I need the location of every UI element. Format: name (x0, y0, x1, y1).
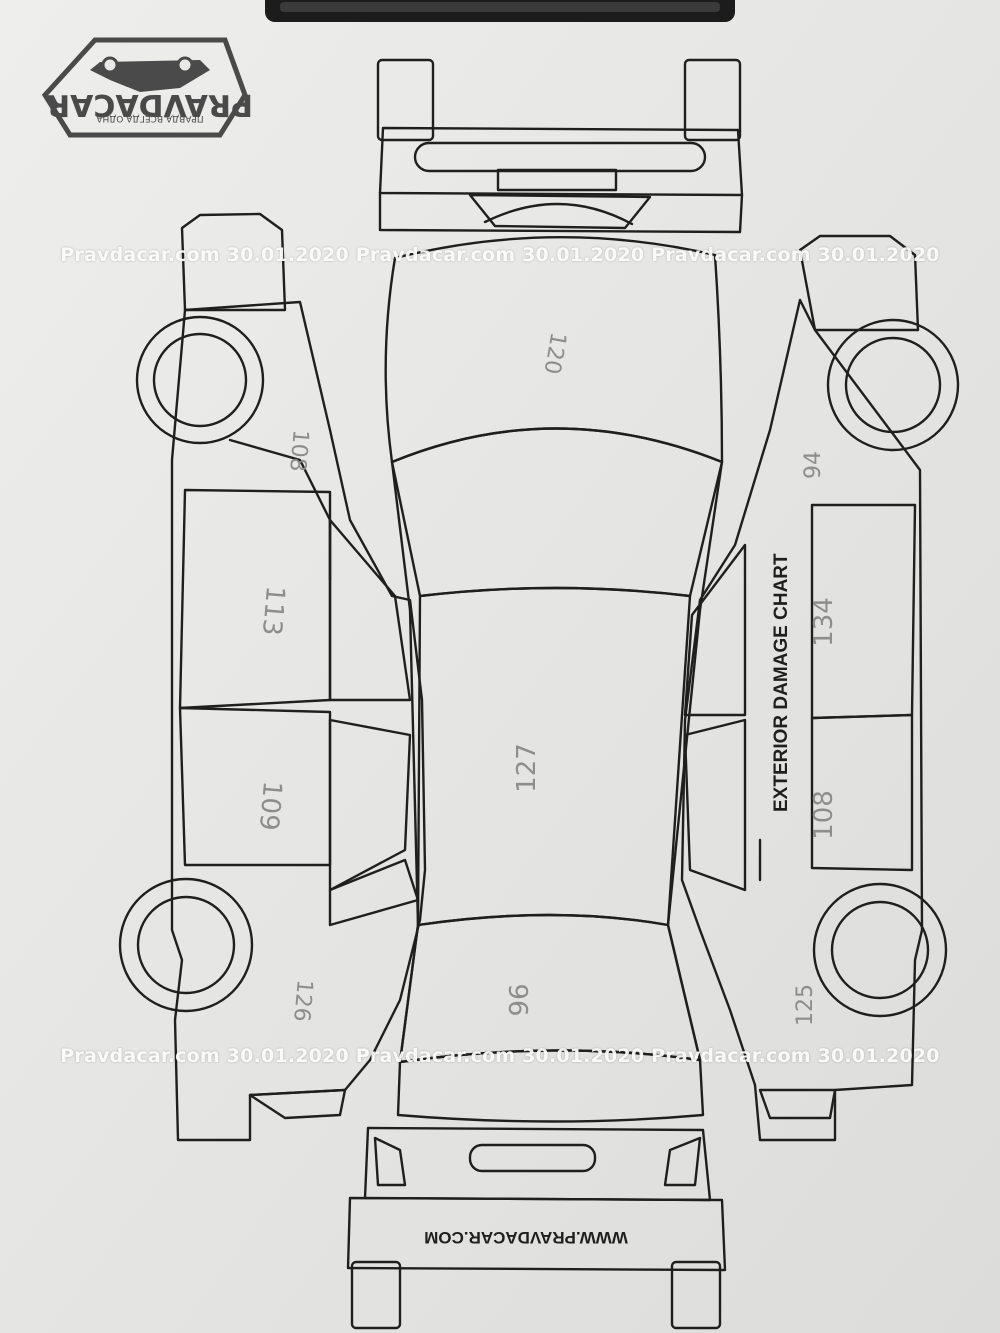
rear-view (346, 1126, 727, 1330)
front-air-intake (468, 193, 652, 230)
left-side-line (390, 460, 420, 1064)
reading-roof: 127 (512, 743, 542, 793)
watermark-bottom: Pravdacar.com 30.01.2020 Pravdacar.com 3… (60, 1045, 940, 1067)
right-rear-door (810, 713, 914, 872)
reading-right-front-door: 134 (809, 597, 839, 647)
left-front-window (328, 518, 412, 702)
front-right-wheel (683, 58, 742, 142)
rear-right-lamp (663, 1136, 702, 1187)
pravdacar-logo: PRAVDACAR ПРАВДА ВСЕГДА ОДНА (41, 37, 253, 138)
left-front-rim (152, 332, 248, 428)
left-side-view (118, 212, 427, 1142)
reading-left-front-fender: 108 (284, 429, 313, 473)
rear-plate-bar (468, 1143, 597, 1173)
right-rear-wheel (812, 882, 948, 1018)
reading-right-rear-door: 108 (809, 790, 839, 840)
right-front-rim (844, 336, 942, 434)
reading-right-rear-fender: 125 (793, 984, 818, 1026)
front-lower-bumper (378, 191, 744, 234)
front-left-wheel (376, 58, 435, 142)
logo-tagline: ПРАВДА ВСЕГДА ОДНА (96, 113, 204, 123)
right-rear-window (683, 718, 747, 892)
right-rear-bumper-corner (758, 1088, 837, 1120)
trunk-lid (396, 1049, 705, 1123)
left-rear-window (328, 718, 412, 892)
left-body-outline (170, 300, 427, 1142)
right-body-outline (680, 298, 924, 1142)
watermark-top: Pravdacar.com 30.01.2020 Pravdacar.com 3… (60, 244, 940, 266)
right-front-window (683, 543, 747, 717)
left-front-wheel (135, 315, 265, 445)
left-rear-bumper-corner (248, 1088, 347, 1120)
left-quarter-glass (328, 858, 420, 927)
logo-name: PRAVDACAR (47, 87, 253, 122)
right-front-wheel (826, 318, 960, 452)
rear-right-wheel (670, 1260, 722, 1330)
clipboard-clip (265, 0, 735, 22)
right-side-view (680, 234, 960, 1142)
rear-left-lamp (373, 1136, 407, 1187)
right-rear-rim (830, 900, 930, 1000)
front-view (376, 58, 744, 234)
reading-left-front-door: 113 (256, 585, 290, 637)
reading-right-front-fender: 94 (801, 451, 826, 479)
front-intake-arc (483, 202, 634, 226)
left-rear-wheel (118, 877, 254, 1013)
website-label: WWW.PRAVDACAR.COM (424, 1228, 628, 1247)
rear-left-wheel (350, 1260, 402, 1330)
front-plate-slot (496, 168, 618, 192)
reading-left-rear-door: 109 (253, 780, 287, 832)
rear-bumper (346, 1196, 727, 1272)
reading-left-rear-fender: 126 (288, 979, 317, 1023)
chart-title: EXTERIOR DAMAGE CHART (771, 553, 792, 812)
left-rear-rim (136, 895, 236, 995)
reading-trunk: 96 (505, 983, 535, 1016)
